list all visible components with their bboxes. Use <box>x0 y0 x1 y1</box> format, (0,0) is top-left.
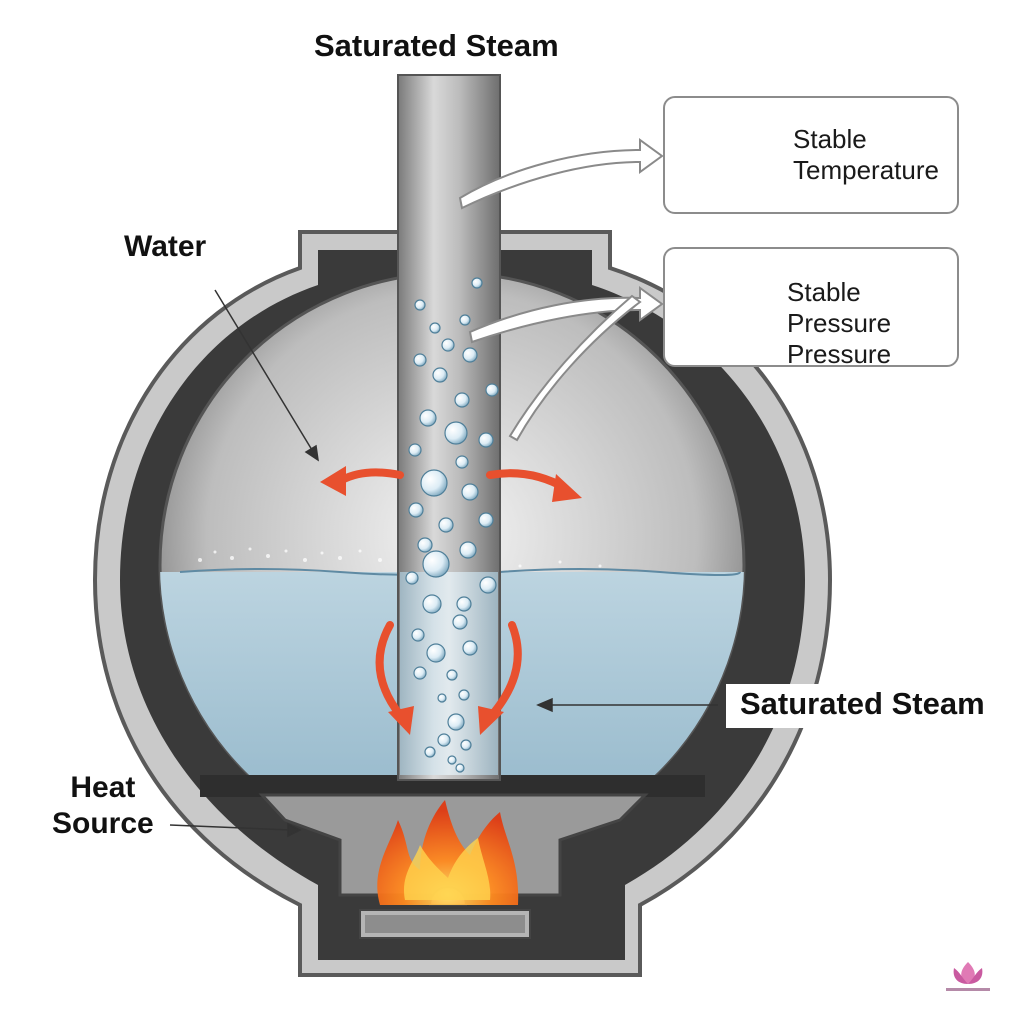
saturated-steam-label: Saturated Steam <box>726 684 999 728</box>
diagram-title: Saturated Steam <box>314 28 559 63</box>
pressure-callout-box: Stable Pressure Pressure <box>663 247 959 369</box>
temperature-callout-line1: Stable <box>793 124 867 154</box>
rising-bubbles <box>405 277 499 773</box>
heat-source-label-line1: Heat <box>70 771 136 804</box>
heat-source-flames <box>377 800 519 905</box>
circulation-arrowheads <box>320 466 582 735</box>
pressure-callout-line1: Stable Pressure <box>787 277 892 338</box>
temperature-callout-line2: Temperature <box>793 155 939 185</box>
surface-spray <box>198 547 602 568</box>
pressure-callout-line2: Pressure <box>787 339 892 369</box>
label-pointers <box>169 289 718 838</box>
heat-source-label: Heat Source <box>52 770 154 842</box>
temperature-callout-box: Stable Temperature <box>663 96 959 214</box>
heat-source-label-line2: Source <box>52 807 154 840</box>
lotus-logo <box>946 962 990 991</box>
water-label: Water <box>124 230 207 263</box>
callout-arrows <box>458 138 664 442</box>
